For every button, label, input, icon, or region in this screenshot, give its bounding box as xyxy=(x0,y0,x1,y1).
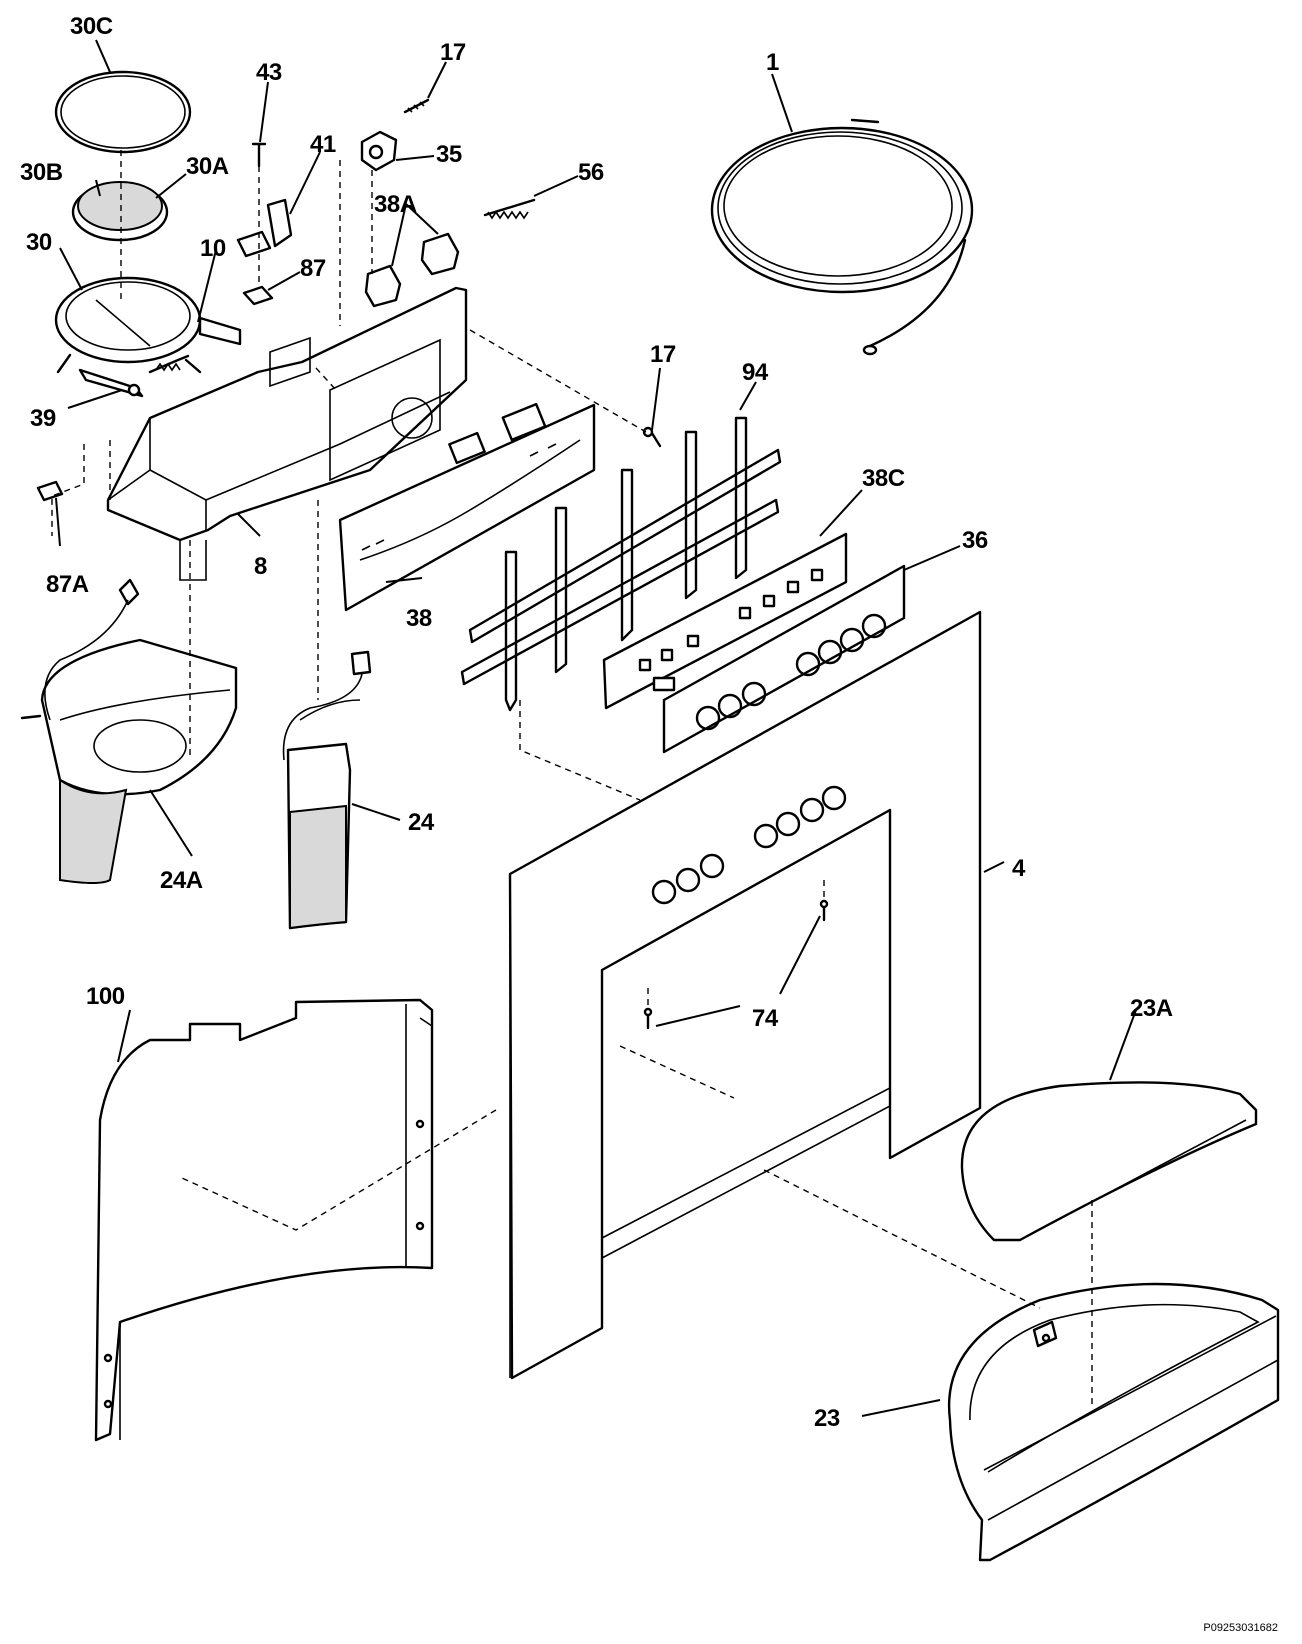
part-10-spring xyxy=(148,316,242,374)
part-30b-lens-cover xyxy=(71,181,169,242)
callout-labels: 30C 43 17 41 35 56 30B 30A 38A 30 10 87 … xyxy=(20,13,1173,1432)
part-35-switch xyxy=(360,130,398,172)
part-100-curved-shield xyxy=(94,998,434,1442)
callout-87a: 87A xyxy=(46,571,89,598)
callout-30c: 30C xyxy=(70,13,113,40)
part-38c-switch-plate xyxy=(602,532,848,710)
callout-74: 74 xyxy=(752,1005,779,1032)
part-24a-ice-chute xyxy=(20,578,238,884)
callout-4: 4 xyxy=(1012,855,1026,882)
callout-56: 56 xyxy=(578,159,604,186)
callout-39: 39 xyxy=(30,405,56,432)
part-30c-gasket-ring xyxy=(54,70,192,154)
part-24-water-funnel xyxy=(282,650,372,930)
callout-38c: 38C xyxy=(862,465,905,492)
part-39-lever xyxy=(78,368,144,398)
part-41-bracket xyxy=(236,198,293,258)
callout-17-upper: 17 xyxy=(440,39,466,66)
part-8-dispenser-housing xyxy=(106,286,468,581)
callout-36: 36 xyxy=(962,527,988,554)
callout-87: 87 xyxy=(300,255,326,282)
callout-41: 41 xyxy=(310,131,336,158)
part-30-housing-ring xyxy=(54,276,202,374)
callout-35: 35 xyxy=(436,141,462,168)
callout-8: 8 xyxy=(254,553,267,580)
part-17-screw-lower xyxy=(642,426,662,448)
callout-30a: 30A xyxy=(186,153,229,180)
part-94-frame xyxy=(460,416,782,712)
part-87a-bracket xyxy=(36,480,64,502)
leader-lines xyxy=(55,39,1137,1417)
part-1-tubing-coil xyxy=(710,118,974,356)
part-23-drip-tray xyxy=(947,1282,1280,1562)
callout-24: 24 xyxy=(408,809,435,836)
callout-38: 38 xyxy=(406,605,432,632)
callout-23a: 23A xyxy=(1130,995,1173,1022)
callout-17-lower: 17 xyxy=(650,341,676,368)
callout-38a: 38A xyxy=(374,191,417,218)
callout-10: 10 xyxy=(200,235,226,262)
part-38-control-board xyxy=(338,402,596,612)
callout-24a: 24A xyxy=(160,867,203,894)
part-36-button-panel xyxy=(662,564,906,754)
callout-94: 94 xyxy=(742,359,769,386)
part-38a-switches xyxy=(364,232,460,308)
part-56-spring-rod xyxy=(483,198,536,220)
assembly-dashed-lines xyxy=(51,150,1093,1404)
callout-100: 100 xyxy=(86,983,125,1010)
part-17-screw-upper xyxy=(403,98,430,114)
part-4-front-panel xyxy=(508,610,982,1380)
callout-43: 43 xyxy=(256,59,282,86)
part-43-screw xyxy=(251,142,267,168)
callout-23: 23 xyxy=(814,1405,840,1432)
part-74-screws xyxy=(643,899,829,1030)
callout-30: 30 xyxy=(26,229,52,256)
callout-1: 1 xyxy=(766,49,779,76)
part-23a-drip-tray-grille xyxy=(960,1081,1258,1242)
reference-code: P09253031682 xyxy=(1203,1622,1278,1634)
part-87-clip-plate xyxy=(242,285,274,306)
callout-30b: 30B xyxy=(20,159,63,186)
